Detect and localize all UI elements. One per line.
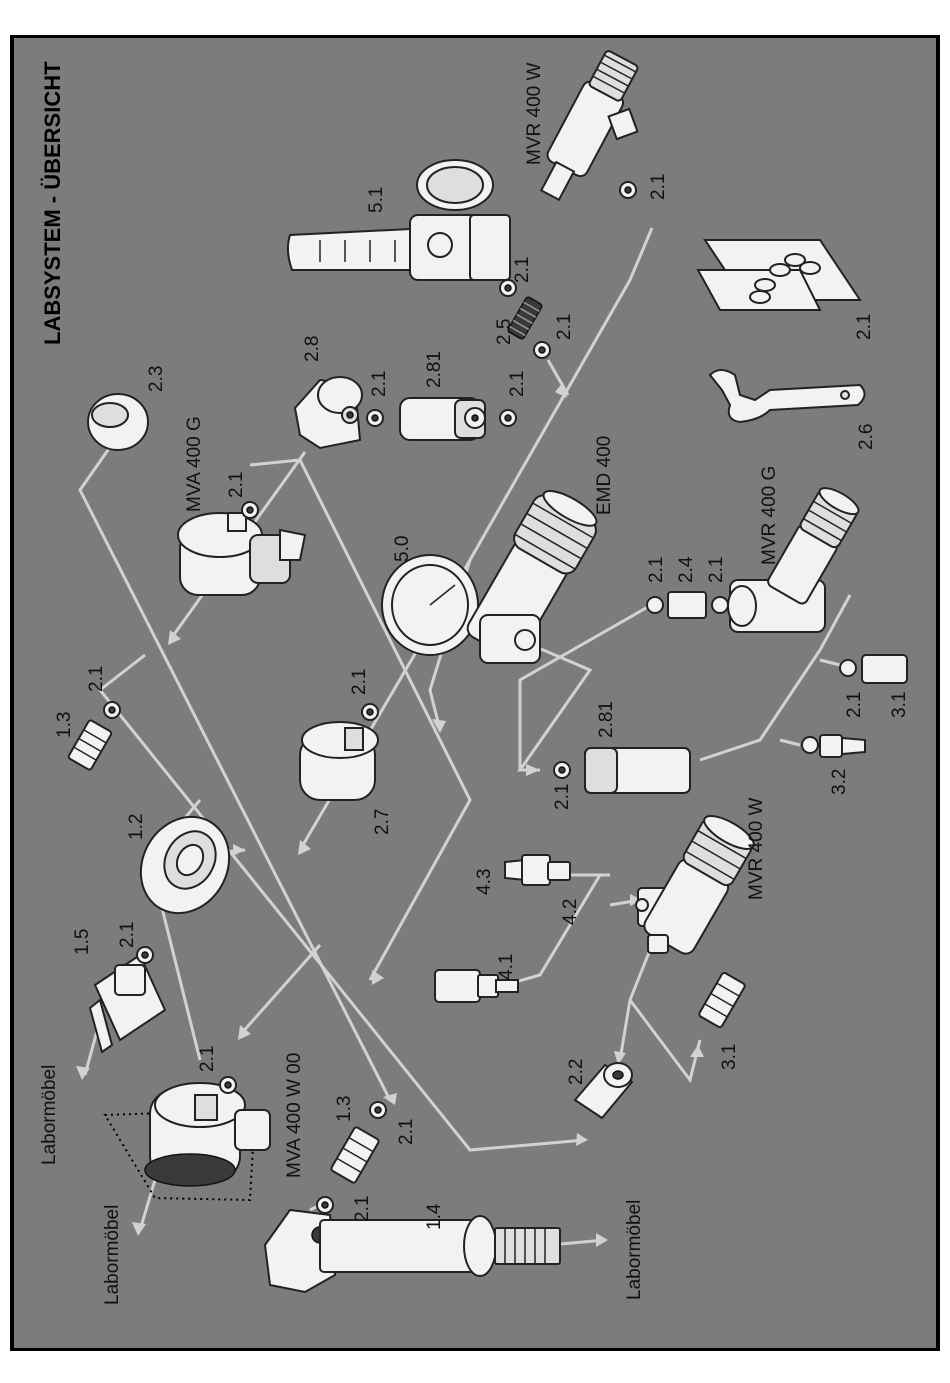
label-2-1: 2.1 [117,922,138,948]
part-1-4-bolt [265,1210,560,1292]
label-2-1: 2.1 [352,1196,373,1222]
part-3-1-fitting-bottom [698,972,746,1028]
label-4-2: 4.2 [560,899,581,925]
label-2-1: 2.1 [197,1046,218,1072]
label-labormoebel: Labormöbel [102,1205,123,1305]
part-2-6-wrench [710,370,865,422]
label-1-3: 1.3 [334,1096,355,1122]
label-2-1: 2.1 [554,314,575,340]
label-3-1: 3.1 [889,692,910,718]
label-2-4: 2.4 [676,556,697,583]
part-3-2-hose-barb [802,735,865,757]
label-4-3: 4.3 [474,869,495,895]
label-2-6: 2.6 [856,424,877,450]
label-5-1: 5.1 [366,187,387,213]
label-2-2: 2.2 [566,1059,587,1085]
label-labormoebel: Labormöbel [39,1065,60,1165]
label-2-1: 2.1 [706,557,727,583]
mva400w00-valve [105,1077,270,1200]
label-emd400: EMD 400 [594,436,615,515]
part-4-3-hose-barb [505,855,570,885]
label-1-2: 1.2 [126,814,147,840]
part-2-81-inline-filter-top [400,398,516,440]
mva400g-valve [178,502,305,595]
label-1-5: 1.5 [72,929,93,955]
label-mva400w00: MVA 400 W 00 [284,1053,305,1178]
part-2-8-adapter [295,377,362,448]
label-2-8: 2.8 [302,336,323,362]
label-3-1: 3.1 [719,1044,740,1070]
mvr400w-top-valve [531,48,643,206]
label-mvr400g: MVR 400 G [759,466,780,565]
diagram-title: LABSYSTEM - ÜBERSICHT [40,61,65,345]
label-2-1: 2.1 [86,666,107,692]
label-2-1: 2.1 [349,669,370,695]
label-2-1: 2.1 [854,314,875,340]
label-2-1: 2.1 [396,1119,417,1145]
label-2-7: 2.7 [372,809,393,835]
label-mvr400w-top: MVR 400 W [524,63,545,165]
label-mvr400w-mid: MVR 400 W [746,798,767,900]
label-2-1: 2.1 [512,257,533,283]
label-1-3: 1.3 [54,712,75,738]
part-2-3-cap [88,394,148,450]
label-2-81: 2.81 [596,701,617,738]
part-2-7-filter [300,704,378,800]
part-2-4-fitting [647,592,728,618]
label-3-2: 3.2 [829,769,850,795]
mvr400w-mid-valve [636,810,758,958]
label-2-3: 2.3 [146,366,167,392]
washer-set-2-1 [698,240,860,310]
label-2-1: 2.1 [552,784,573,810]
label-2-5: 2.5 [494,319,515,345]
label-labormoebel: Labormöbel [624,1200,645,1300]
label-2-1: 2.1 [226,472,247,498]
label-2-1: 2.1 [844,692,865,718]
label-1-4: 1.4 [424,1203,445,1230]
label-mva400g: MVA 400 G [184,416,205,512]
label-4-1: 4.1 [496,954,517,980]
part-5-1-flowmeter [288,160,510,280]
label-2-1: 2.1 [648,174,669,200]
label-2-1: 2.1 [369,371,390,397]
part-1-5-panel-fitting [90,947,165,1052]
part-2-1-washer-28 [367,410,383,426]
part-1-3-fitting-top [68,702,120,771]
part-2-81-inline-filter-mid [554,748,690,793]
label-2-1: 2.1 [646,557,667,583]
label-5-0: 5.0 [392,536,413,562]
part-3-1-fitting-right [840,655,907,683]
label-2-1: 2.1 [507,371,528,397]
emd400-regulator [382,482,605,664]
label-2-81: 2.81 [424,351,445,388]
